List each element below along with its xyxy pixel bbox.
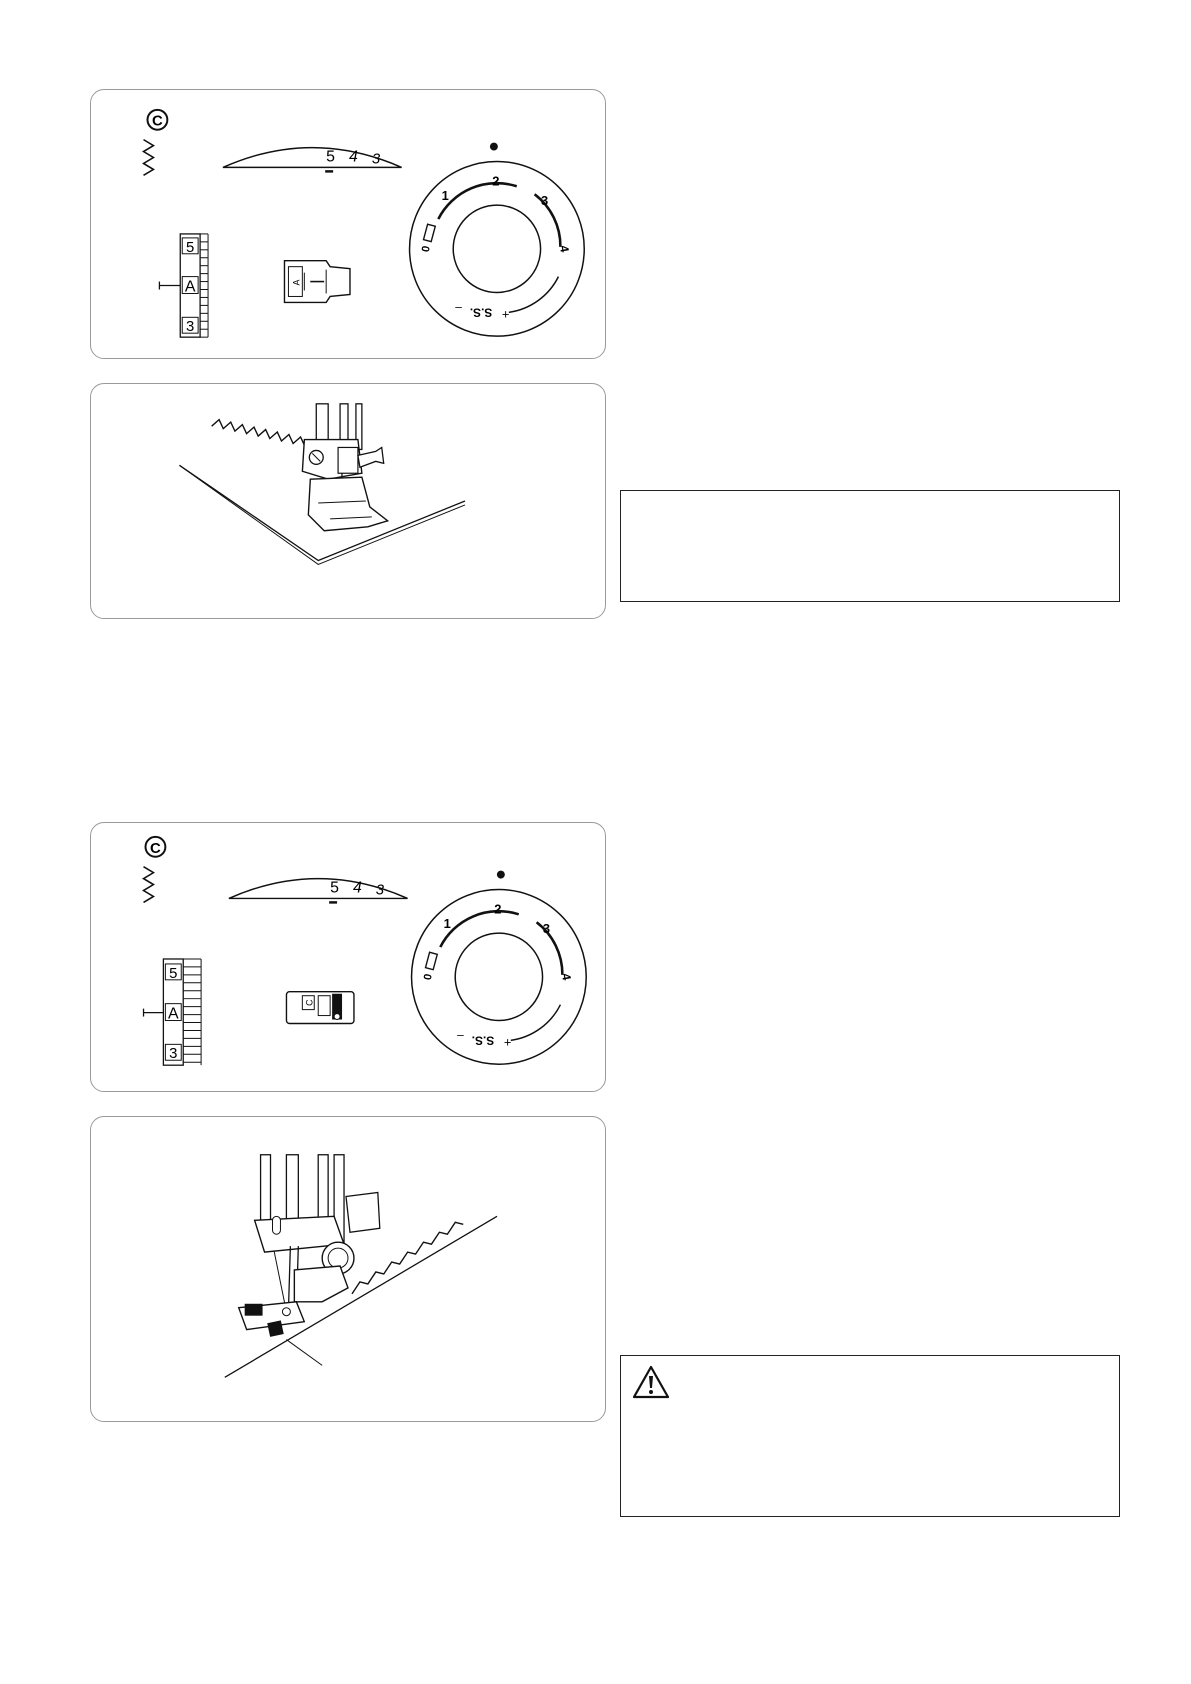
width-dial[interactable]	[158, 233, 209, 338]
tension-label-3: 3	[376, 882, 385, 898]
leader-line-brush	[286, 1339, 323, 1366]
stitch-length-dial[interactable]	[408, 160, 585, 337]
caution-box	[620, 1355, 1120, 1517]
length-plus-label: +	[504, 1034, 512, 1049]
stitch-length-dial[interactable]	[410, 888, 587, 1065]
ss-label: S.S.	[470, 305, 493, 319]
tension-scale	[228, 877, 408, 900]
width-label-a: A	[185, 278, 196, 295]
tension-label-5: 5	[326, 148, 335, 165]
sewing-illustration-bottom	[90, 1116, 606, 1422]
length-label-4: 4	[557, 244, 572, 253]
pattern-c-badge	[144, 835, 167, 858]
length-minus-label: –	[455, 299, 462, 313]
width-label-5: 5	[186, 240, 194, 256]
zigzag-foot-a-icon	[283, 260, 351, 304]
warning-triangle-icon	[632, 1365, 670, 1399]
pattern-letter: C	[150, 841, 161, 857]
length-label-3: 3	[541, 193, 548, 208]
settings-panel-top: C 5 4 3 5 A 3	[90, 89, 606, 359]
sewing-illustration-top	[90, 383, 606, 619]
pattern-c-badge	[146, 108, 169, 131]
presser-foot-a	[301, 403, 390, 532]
dial-indicator-dot	[489, 142, 498, 151]
width-label-5: 5	[169, 966, 177, 982]
length-label-2: 2	[494, 901, 501, 916]
tension-label-5: 5	[330, 879, 339, 896]
overedge-stitch-line	[351, 1221, 464, 1295]
foot-letter: C	[304, 999, 314, 1006]
length-label-1: 1	[442, 188, 449, 203]
fabric-edge	[179, 464, 466, 562]
width-dial[interactable]	[142, 958, 202, 1066]
length-label-0: 0	[422, 973, 435, 981]
zigzag-stitch-line	[211, 418, 313, 448]
length-minus-label: –	[457, 1027, 464, 1041]
settings-illustration-bottom: C 5 4 3 5 A 3	[141, 835, 587, 1066]
length-label-3: 3	[543, 921, 550, 936]
zigzag-stitch-icon	[141, 865, 155, 904]
settings-panel-bottom: C 5 4 3 5 A 3	[90, 822, 606, 1092]
tension-label-3: 3	[372, 151, 381, 167]
settings-illustration-top: C 5 4 3 5 A 3	[141, 108, 585, 338]
tension-label-4: 4	[353, 879, 362, 896]
overedge-foot-c	[237, 1154, 381, 1337]
tension-label-4: 4	[349, 148, 358, 165]
length-label-2: 2	[492, 173, 499, 188]
pattern-letter: C	[152, 114, 163, 130]
overedge-foot-c-icon	[285, 991, 355, 1025]
fabric-edge	[224, 1215, 498, 1378]
zigzag-stitch-icon	[141, 138, 155, 177]
width-label-3: 3	[186, 319, 194, 335]
width-label-3: 3	[169, 1046, 177, 1062]
dial-indicator-dot	[496, 870, 505, 879]
width-label-a: A	[168, 1006, 179, 1023]
length-label-1: 1	[444, 916, 451, 931]
length-plus-label: +	[502, 306, 510, 321]
length-label-4: 4	[559, 972, 574, 981]
ss-label: S.S.	[472, 1033, 495, 1047]
note-box	[620, 490, 1120, 602]
tension-scale	[222, 146, 402, 169]
length-label-0: 0	[420, 245, 433, 253]
foot-letter: A	[291, 280, 301, 286]
